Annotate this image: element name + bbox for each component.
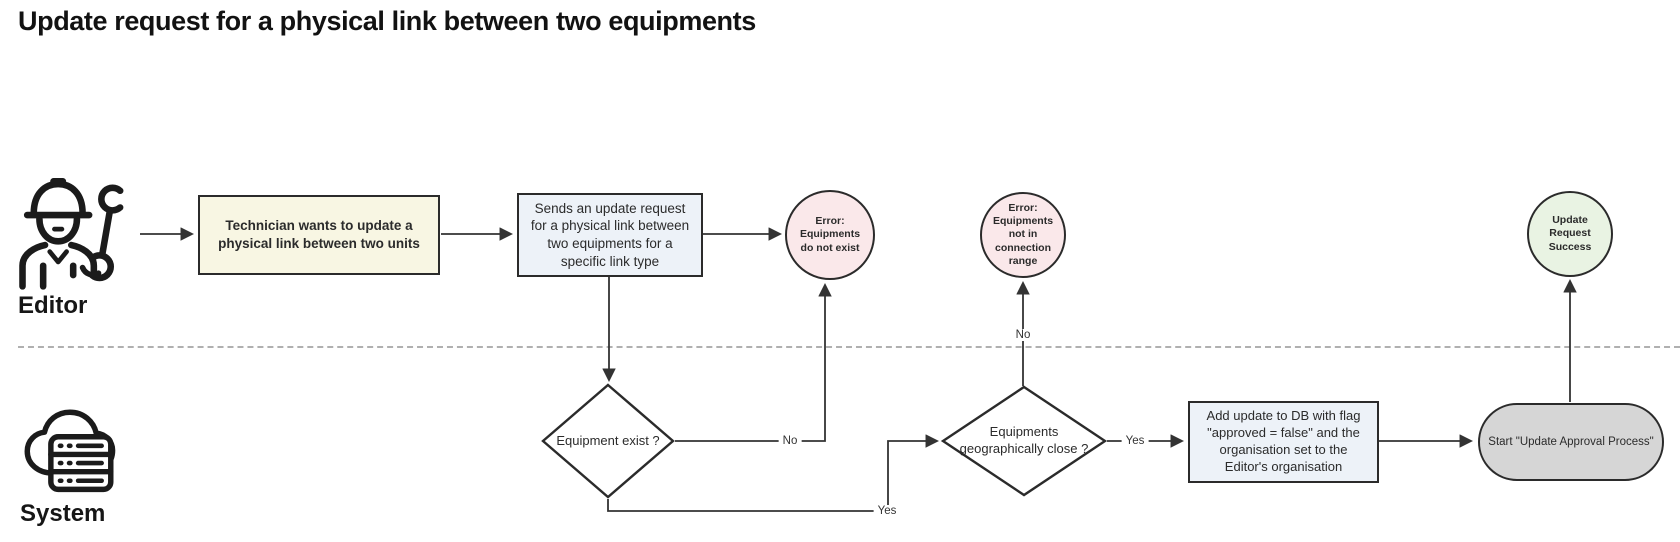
lane-label-editor: Editor bbox=[18, 292, 88, 319]
node-start-approval-process: Start "Update Approval Process" bbox=[1478, 403, 1664, 481]
edge-label-geo-yes-text: Yes bbox=[1125, 435, 1145, 447]
node-error-not-in-connection-range-label: Error: Equipments not in connection rang… bbox=[992, 202, 1054, 267]
node-send-update-request: Sends an update request for a physical l… bbox=[517, 193, 703, 277]
node-update-request-success: Update Request Success bbox=[1527, 191, 1613, 277]
edge-label-exist-no-text: No bbox=[782, 435, 798, 447]
edge-label-geo-yes: Yes bbox=[1121, 435, 1149, 447]
node-technician-request-label: Technician wants to update a physical li… bbox=[218, 218, 420, 251]
decision-geographically-close-text: Equipments geographically close ? bbox=[959, 424, 1089, 456]
node-error-equipments-not-exist-label: Error: Equipments do not exist bbox=[799, 215, 861, 254]
edge-label-exist-yes: Yes bbox=[873, 505, 901, 517]
node-add-update-to-db-label: Add update to DB with flag "approved = f… bbox=[1206, 408, 1361, 474]
decision-geographically-close-shape bbox=[940, 385, 1108, 497]
edge-exist-no-to-error bbox=[675, 282, 832, 442]
node-update-request-success-label: Update Request Success bbox=[1548, 214, 1592, 253]
decision-geographically-close-label: Equipments geographically close ? bbox=[959, 411, 1089, 471]
node-error-not-in-connection-range: Error: Equipments not in connection rang… bbox=[980, 192, 1066, 278]
cloud-server-icon bbox=[20, 385, 138, 503]
edge-label-exist-yes-text: Yes bbox=[877, 505, 897, 517]
construction-worker-with-wrench-icon bbox=[15, 168, 137, 294]
edge-label-geo-no-text: No bbox=[1015, 329, 1031, 341]
node-start-approval-process-label: Start "Update Approval Process" bbox=[1488, 436, 1654, 448]
decision-equipment-exist-label: Equipment exist ? bbox=[553, 416, 663, 466]
node-add-update-to-db: Add update to DB with flag "approved = f… bbox=[1188, 401, 1379, 483]
edge-label-geo-no: No bbox=[1011, 329, 1035, 341]
node-send-update-request-label: Sends an update request for a physical l… bbox=[530, 200, 690, 269]
decision-equipment-exist-text: Equipment exist ? bbox=[556, 432, 660, 448]
lane-label-system: System bbox=[20, 500, 106, 527]
node-error-equipments-not-exist: Error: Equipments do not exist bbox=[785, 190, 875, 280]
page-title: Update request for a physical link betwe… bbox=[18, 6, 756, 36]
edge-label-exist-no: No bbox=[778, 435, 802, 447]
swimlane-divider bbox=[18, 346, 1680, 348]
node-technician-request: Technician wants to update a physical li… bbox=[198, 195, 440, 275]
decision-equipment-exist-shape bbox=[541, 383, 675, 499]
